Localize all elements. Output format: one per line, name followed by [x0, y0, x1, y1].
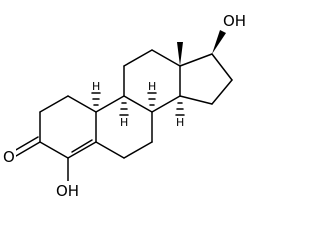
h8-label: H: [148, 80, 156, 93]
ring-d: [179, 53, 233, 105]
enol-hydroxyl-label: OH: [56, 182, 79, 200]
ring-b: [95, 95, 153, 159]
ring-a: [39, 95, 97, 159]
ketone-group: [13, 136, 41, 157]
h14-hash: [175, 102, 185, 116]
c17-hydroxyl-label: OH: [223, 12, 246, 30]
ring-c: [123, 49, 181, 113]
h10-hash: [91, 92, 101, 106]
h9-label: H: [120, 116, 128, 129]
keto-oxygen-label: O: [3, 148, 15, 166]
h14-label: H: [176, 116, 184, 129]
h9-hash: [119, 102, 129, 116]
steroid-structure-diagram: O OH OH H H H H: [2, 10, 248, 200]
h8-hash: [147, 92, 157, 106]
c17-oh-wedge: [212, 30, 226, 54]
molecule-canvas: O OH OH H H H H: [2, 10, 248, 200]
h10-label: H: [92, 80, 100, 93]
methyl-wedge: [177, 42, 183, 66]
